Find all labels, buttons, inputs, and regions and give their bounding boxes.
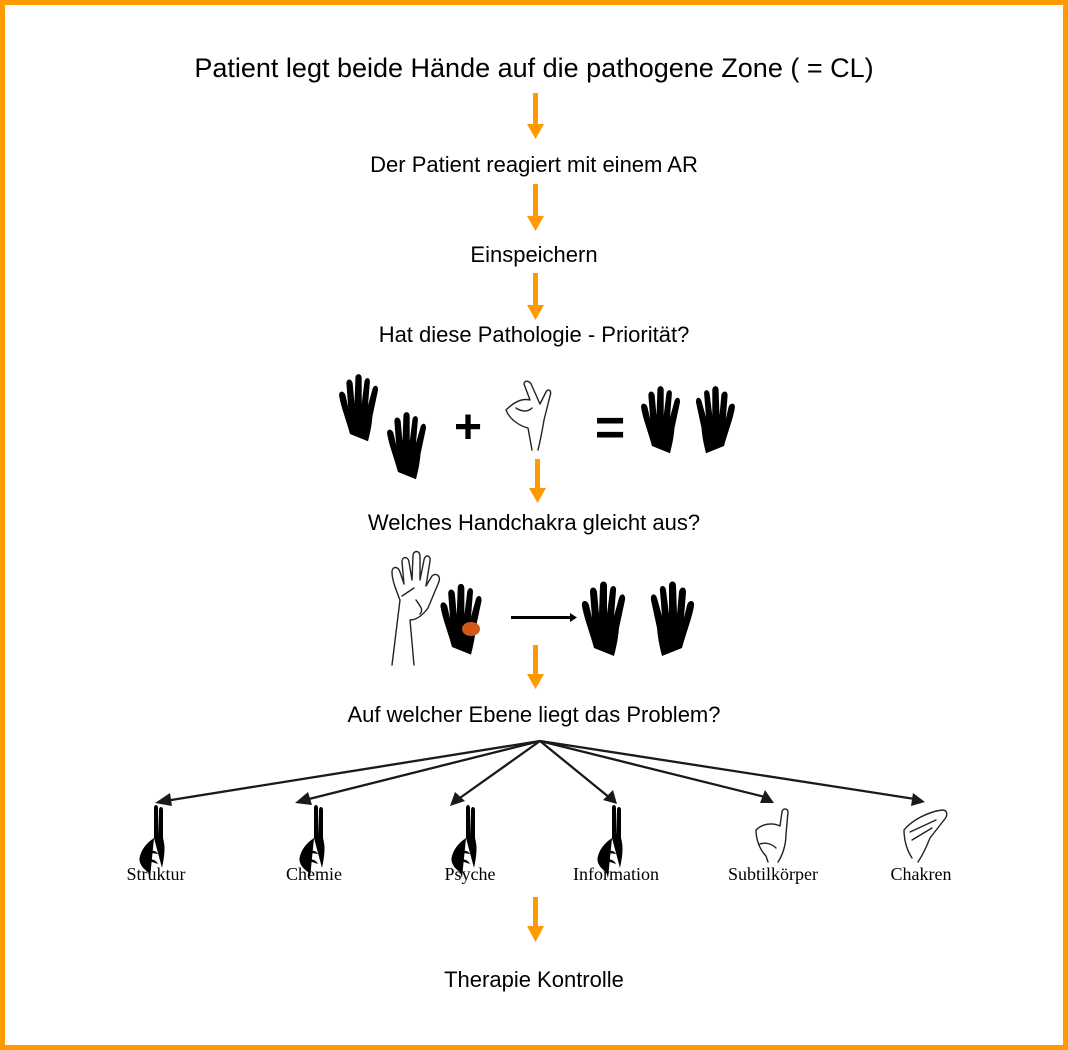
flow-arrow-6 [527, 897, 544, 942]
flow-arrow-5 [527, 645, 544, 689]
level-label-chakren: Chakren [890, 864, 952, 884]
hand-raised-icon [391, 550, 441, 666]
branch-arrow-information [539, 740, 617, 804]
step-patient-reacts-ar: Der Patient reagiert mit einem AR [370, 152, 698, 177]
branch-arrow-chakren [539, 739, 925, 806]
mudra-chemie-icon [299, 805, 325, 878]
flow-arrow-3 [527, 273, 544, 320]
level-label-struktur: Struktur [126, 864, 186, 884]
step-level-question: Auf welcher Ebene liegt das Problem? [347, 702, 721, 727]
branch-arrows [155, 739, 925, 806]
flow-arrows [527, 93, 546, 942]
mudra-psyche-icon [451, 805, 477, 878]
branch-arrow-chemie [295, 739, 541, 805]
plus-symbol: + [453, 401, 483, 454]
flow-arrow-2 [527, 184, 544, 231]
branch-arrow-psyche [450, 740, 541, 806]
flow-arrow-4 [529, 459, 546, 503]
mudra-struktur-icon [139, 805, 165, 878]
equals-symbol: = [594, 399, 626, 457]
chakra-stone-icon [462, 622, 480, 636]
step-handchakra-question: Welches Handchakra gleicht aus? [367, 510, 701, 535]
mudra-information-icon [597, 805, 623, 878]
hands-priority-left-icon [339, 374, 427, 489]
hands-balanced-result-icon [581, 581, 695, 666]
level-label-information: Information [573, 864, 659, 884]
step-priority-question: Hat diese Pathologie - Priorität? [378, 322, 690, 347]
flow-arrow-1 [527, 93, 544, 139]
branch-arrow-struktur [155, 739, 541, 806]
step-patient-hands-on-zone: Patient legt beide Hände auf die pathoge… [194, 53, 874, 83]
level-label-chemie: Chemie [286, 864, 342, 884]
step-einspeichern: Einspeichern [470, 242, 598, 267]
transition-arrow [511, 613, 577, 622]
step-therapie-kontrolle: Therapie Kontrolle [444, 967, 624, 992]
hands-balanced-right-icon [641, 386, 735, 463]
branch-arrow-subtilkoerper [539, 739, 774, 803]
mudra-chakren-icon [903, 809, 948, 863]
mudra-subtilkoerper-icon [755, 808, 789, 863]
hand-mudra-priority-icon [505, 380, 552, 451]
level-label-subtilkoerper: Subtilkörper [728, 864, 818, 884]
